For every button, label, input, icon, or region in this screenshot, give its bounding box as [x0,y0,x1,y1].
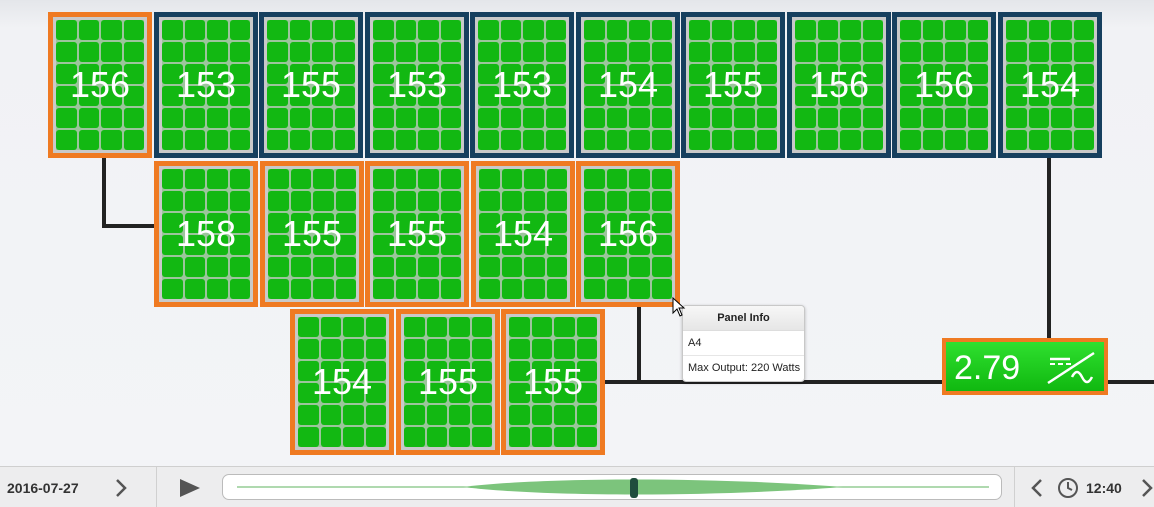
wire [102,224,158,228]
panel-cells [162,20,250,150]
panel-cells [900,20,988,150]
solar-panel[interactable]: 155 [365,161,469,307]
tooltip-title: Panel Info [683,306,804,331]
panel-output-value: 154 [311,361,373,402]
panel-cells [509,317,597,447]
panel-cells [373,169,461,299]
panel-output-value: 155 [281,213,343,254]
solar-panel[interactable]: 156 [576,161,680,307]
solar-panel[interactable]: 158 [154,161,258,307]
solar-panel[interactable]: 156 [787,12,891,158]
panel-output-value: 156 [808,64,870,105]
tooltip-max-output: Max Output: 220 Watts [688,362,801,374]
solar-panel[interactable]: 155 [396,309,500,455]
date-label: 2016-07-27 [7,480,79,496]
solar-panel[interactable]: 153 [365,12,469,158]
panel-output-value: 156 [913,64,975,105]
solar-panel[interactable]: 153 [470,12,574,158]
panel-output-value: 153 [175,64,237,105]
panel-info-tooltip: Panel Info A4 Max Output: 220 Watts [682,305,805,382]
panel-output-value: 155 [280,64,342,105]
solar-panel[interactable]: 154 [576,12,680,158]
dc-ac-converter-icon [1047,351,1095,385]
panel-cells [479,169,567,299]
panel-cells [795,20,883,150]
panel-cells [268,169,356,299]
solar-panel[interactable]: 154 [998,12,1102,158]
solar-panel[interactable]: 154 [471,161,575,307]
chevron-left-icon[interactable] [1030,478,1044,498]
wire [1047,156,1051,340]
panel-output-value: 158 [175,213,237,254]
panel-output-value: 153 [491,64,553,105]
timeline-slider[interactable] [222,474,1002,500]
solar-panel[interactable]: 155 [681,12,785,158]
panel-output-value: 155 [522,361,584,402]
solar-panel[interactable]: 155 [259,12,363,158]
solar-panel[interactable]: 155 [501,309,605,455]
panel-cells [298,317,386,447]
panel-output-value: 154 [492,213,554,254]
tooltip-panel-id: A4 [683,331,804,356]
panel-output-value: 156 [69,64,131,105]
panel-output-value: 156 [597,213,659,254]
panel-cells [404,317,492,447]
inverter-value: 2.79 [954,349,1021,387]
panel-cells [267,20,355,150]
wire [600,380,945,384]
divider [156,467,157,507]
mouse-cursor-icon [672,297,686,317]
inverter[interactable]: 2.79 [942,338,1108,395]
time-label: 12:40 [1086,480,1122,496]
playback-bar: 2016-07-27 12:40 [0,466,1154,507]
solar-panel[interactable]: 153 [154,12,258,158]
chevron-right-icon[interactable] [1140,478,1154,498]
solar-panel[interactable]: 155 [260,161,364,307]
panel-cells [1006,20,1094,150]
play-icon[interactable] [178,478,202,498]
panel-output-value: 154 [1019,64,1081,105]
divider [1014,467,1015,507]
solar-array-view: 156 153 155 153 153 154 155 156 156 154 158 155 155… [0,0,1154,466]
panel-cells [478,20,566,150]
wire [1106,380,1154,384]
panel-cells [56,20,144,150]
clock-icon [1058,478,1078,498]
wire [637,305,641,383]
panel-cells [689,20,777,150]
panel-output-value: 153 [386,64,448,105]
panel-output-value: 155 [386,213,448,254]
panel-cells [584,20,672,150]
panel-cells [584,169,672,299]
panel-cells [373,20,461,150]
production-curve [237,479,989,495]
wire [102,156,106,228]
solar-panel[interactable]: 156 [892,12,996,158]
panel-cells [162,169,250,299]
solar-panel[interactable]: 154 [290,309,394,455]
panel-output-value: 155 [417,361,479,402]
panel-output-value: 154 [597,64,659,105]
timeline-handle[interactable] [630,478,638,498]
panel-output-value: 155 [702,64,764,105]
solar-panel[interactable]: 156 [48,12,152,158]
chevron-right-icon[interactable] [114,478,128,498]
